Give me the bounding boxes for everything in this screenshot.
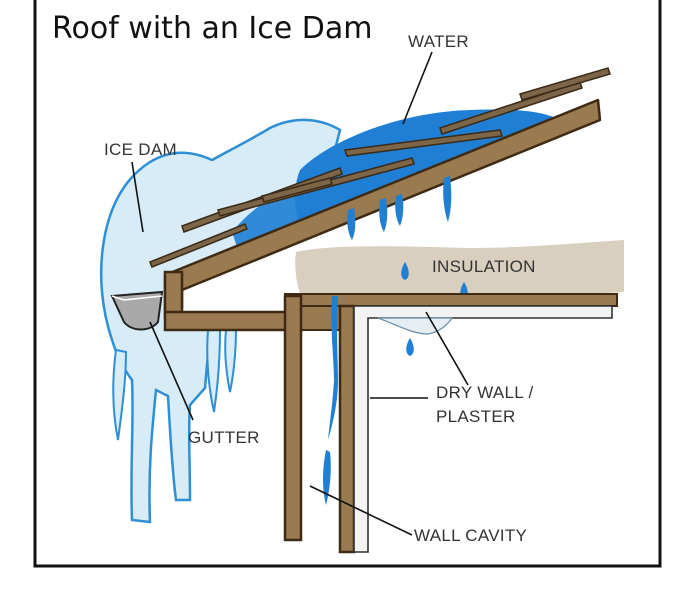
water-drip [379,198,388,232]
shingle [344,129,503,157]
leader-lines [131,51,469,536]
label-insulation: INSULATION [432,257,536,276]
shingle [261,177,333,203]
roof-drips [347,176,452,240]
dry-wall-leader [425,311,469,386]
label-water: WATER [408,32,469,51]
water-drop [401,262,409,280]
gutter-leader [149,321,194,421]
fascia-board [163,270,184,319]
label-dry-wall-1: DRY WALL / [436,383,533,402]
shingle [519,67,611,101]
water-drop [406,338,414,356]
drywall [353,305,613,553]
insulation [295,240,624,295]
diagram-title: Roof with an Ice Dam [52,11,372,46]
water-stream [323,450,331,505]
icicle [206,329,222,413]
interior-stud [338,304,356,554]
wall-cavity-water [323,296,338,505]
label-gutter: GUTTER [188,428,260,447]
label-dry-wall-2: PLASTER [436,407,516,426]
label-wall-cavity: WALL CAVITY [414,526,527,545]
icicle [224,329,238,393]
wall-cavity-leader [309,485,413,536]
water-drip [395,194,404,226]
water-drip [347,208,356,240]
water-drip [443,176,452,222]
ice-dam-leader [131,161,144,233]
shingles [149,67,611,268]
gutter-lip [111,295,163,301]
gutter-body [110,290,164,331]
drywall-ceiling [353,305,613,553]
label-ice-dam: ICE DAM [104,140,177,159]
soffit [163,310,302,332]
framing [283,293,618,554]
water-leader [402,51,433,125]
labels: WATER ICE DAM INSULATION DRY WALL / PLAS… [104,32,536,545]
icicle [112,348,128,441]
exterior-wall [283,294,303,542]
gutter [110,290,164,331]
water-stream [328,296,338,440]
shingle [149,223,248,268]
drywall-sag [377,317,454,335]
